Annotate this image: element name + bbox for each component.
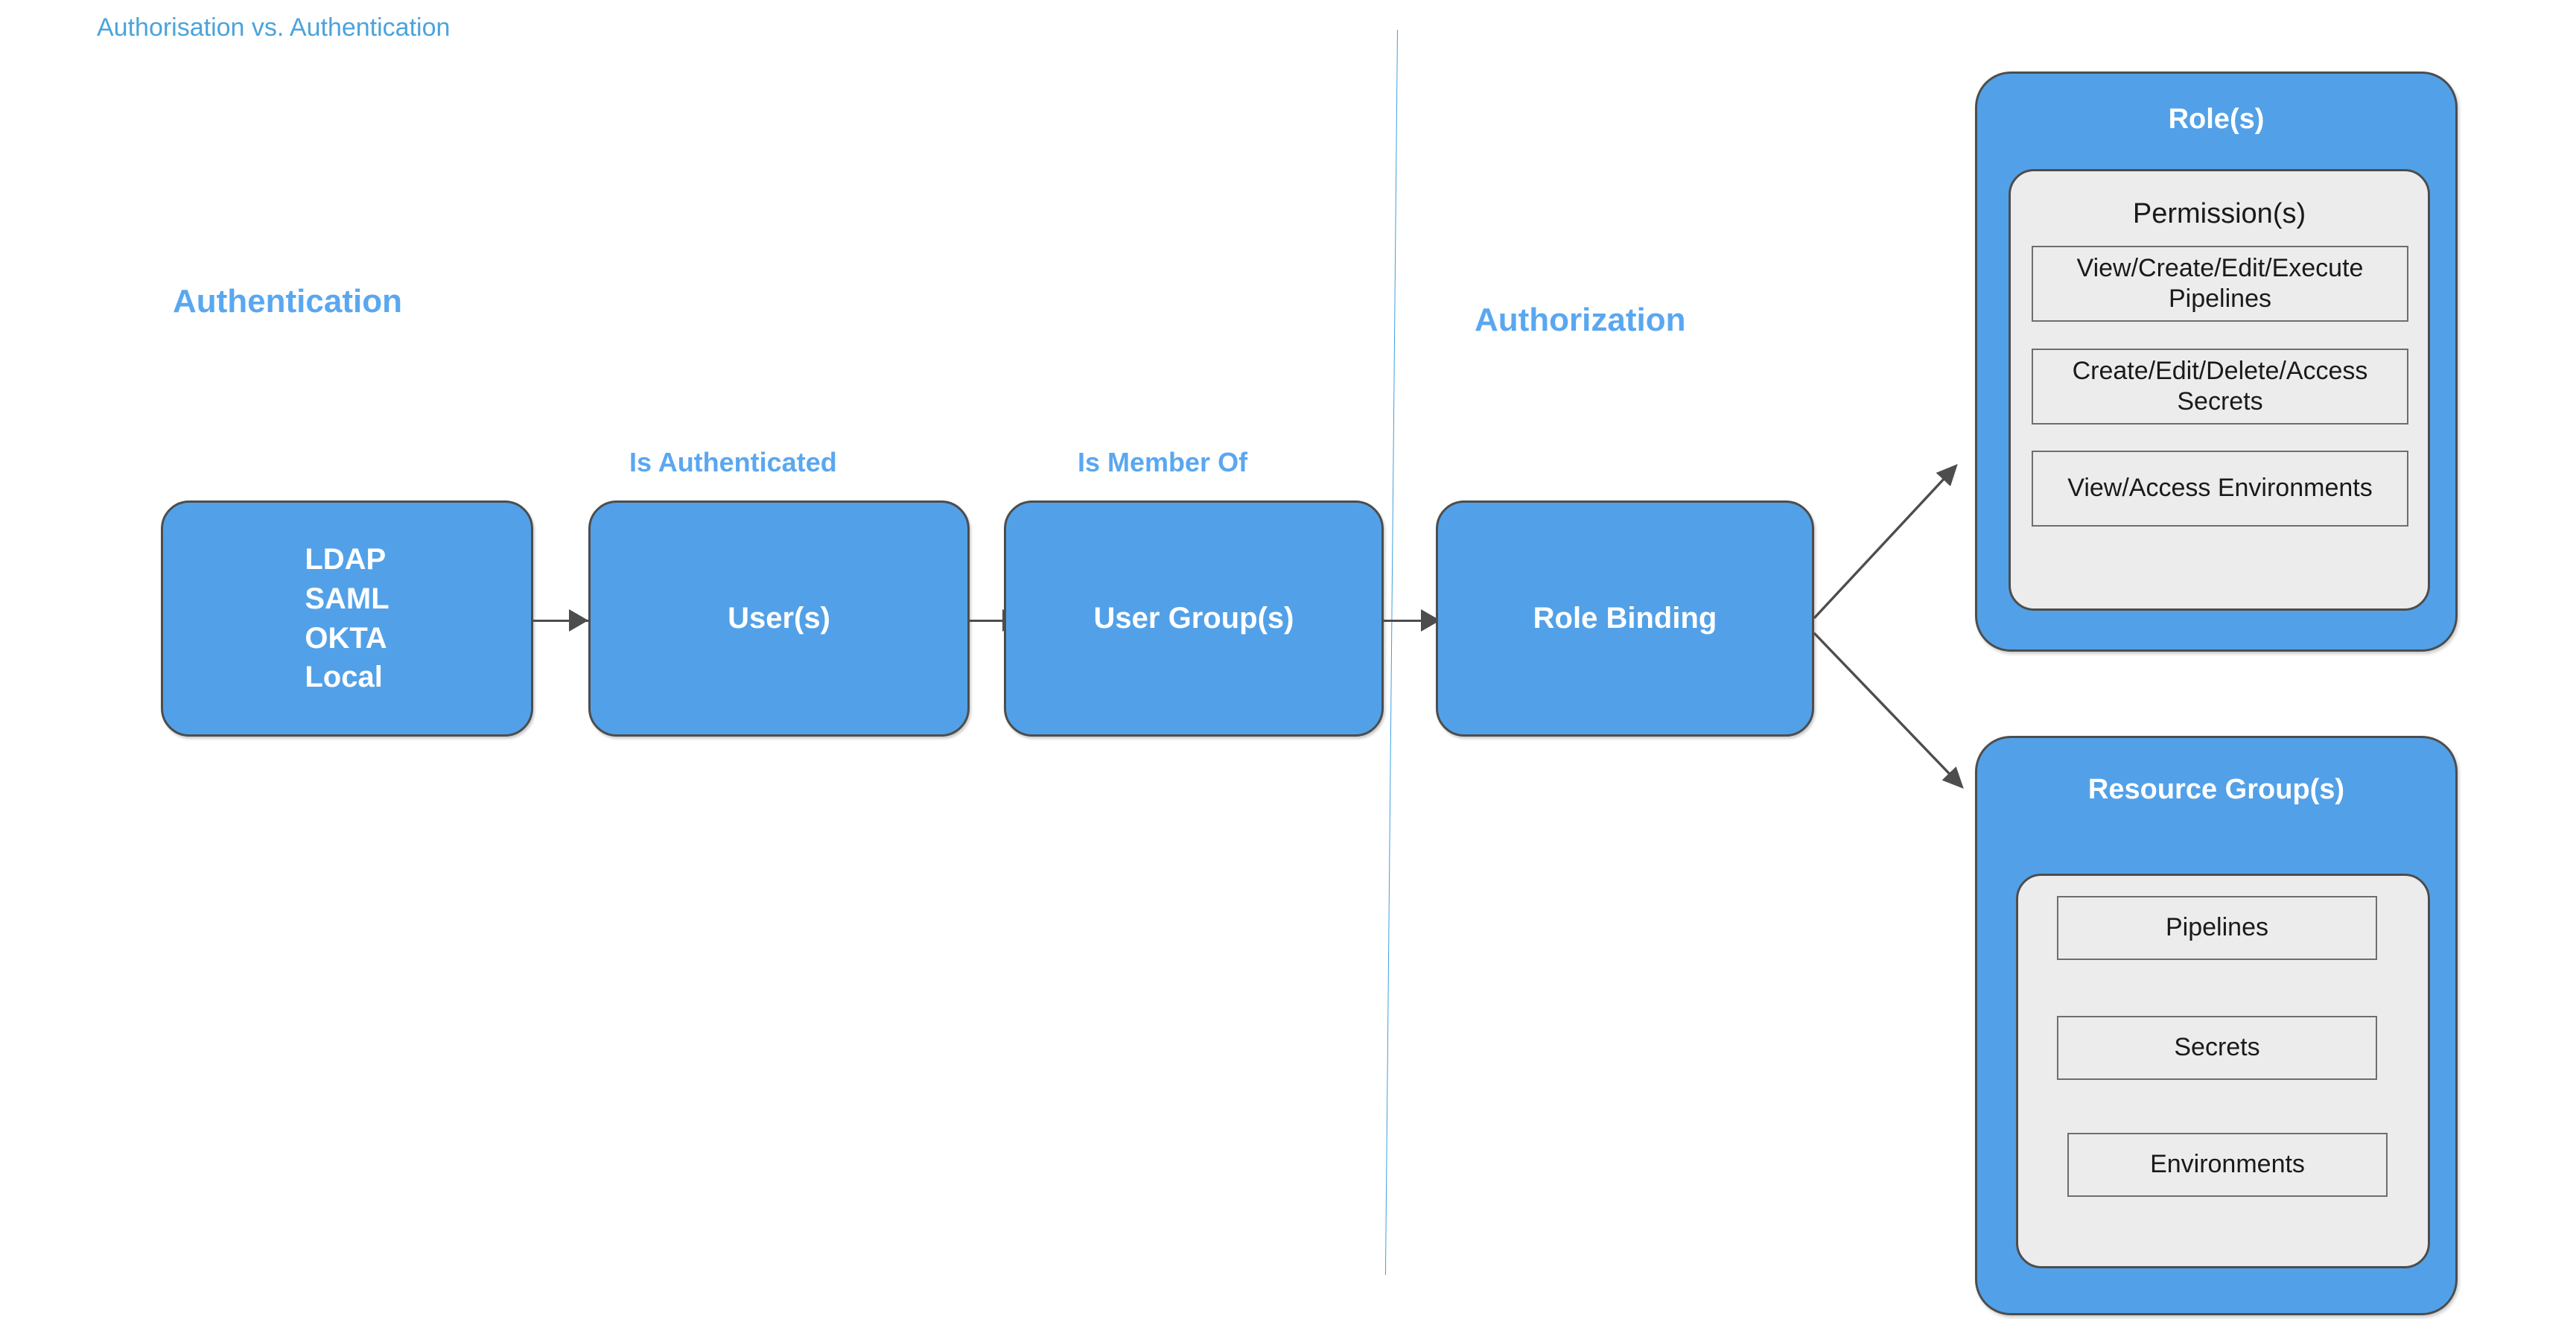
section-heading-authorization: Authorization <box>1475 302 1686 338</box>
panel-roles-title: Role(s) <box>2168 104 2265 135</box>
panel-resource-groups[interactable]: Resource Group(s) Pipelines Secrets Envi… <box>1975 736 2458 1315</box>
resource-groups-card: Pipelines Secrets Environments <box>2016 874 2430 1268</box>
connector-users-to-groups <box>970 620 1022 622</box>
branch-arrows <box>1813 464 1964 789</box>
connector-providers-to-users <box>533 620 588 622</box>
resource-item-pipelines[interactable]: Pipelines <box>2057 896 2377 960</box>
permissions-heading: Permission(s) <box>2132 198 2306 229</box>
identity-provider-ldap: LDAP <box>305 542 387 576</box>
resource-item-environments-label: Environments <box>2150 1150 2305 1179</box>
panel-roles[interactable]: Role(s) Permission(s) View/Create/Edit/E… <box>1975 71 2458 652</box>
resource-item-pipelines-label: Pipelines <box>2166 913 2268 942</box>
edge-label-is-authenticated: Is Authenticated <box>629 447 837 477</box>
resource-item-secrets[interactable]: Secrets <box>2057 1016 2377 1080</box>
section-divider-line <box>1384 30 1398 1275</box>
section-heading-authentication: Authentication <box>173 283 402 320</box>
edge-label-is-member-of: Is Member Of <box>1078 447 1248 477</box>
permission-item-pipelines[interactable]: View/Create/Edit/Execute Pipelines <box>2032 246 2408 322</box>
node-users[interactable]: User(s) <box>588 500 970 737</box>
identity-provider-local: Local <box>305 661 383 694</box>
permission-item-secrets[interactable]: Create/Edit/Delete/Access Secrets <box>2032 349 2408 425</box>
identity-provider-okta: OKTA <box>305 621 387 655</box>
connector-groups-to-role-binding <box>1384 620 1443 622</box>
arrow-role-binding-to-resource-groups <box>1813 632 1964 789</box>
arrow-role-binding-to-roles <box>1813 464 1958 620</box>
roles-permissions-card: Permission(s) View/Create/Edit/Execute P… <box>2009 169 2430 611</box>
node-users-label: User(s) <box>728 602 830 635</box>
permission-item-environments[interactable]: View/Access Environments <box>2032 451 2408 527</box>
panel-resource-groups-title: Resource Group(s) <box>2087 774 2345 805</box>
node-user-groups[interactable]: User Group(s) <box>1004 500 1384 737</box>
identity-provider-list: LDAP SAML OKTA Local <box>305 540 389 697</box>
page-title: Authorisation vs. Authentication <box>97 13 451 42</box>
resource-item-secrets-label: Secrets <box>2174 1033 2260 1062</box>
node-identity-providers[interactable]: LDAP SAML OKTA Local <box>161 500 533 737</box>
identity-provider-saml: SAML <box>305 582 389 615</box>
permission-item-environments-label: View/Access Environments <box>2067 474 2373 503</box>
node-role-binding-label: Role Binding <box>1533 602 1717 635</box>
permission-item-pipelines-label: View/Create/Edit/Execute Pipelines <box>2076 253 2364 313</box>
node-user-groups-label: User Group(s) <box>1093 602 1294 635</box>
resource-item-environments[interactable]: Environments <box>2067 1133 2388 1197</box>
permission-item-secrets-label: Create/Edit/Delete/Access Secrets <box>2072 356 2368 416</box>
arrowhead-providers-to-users <box>569 609 588 632</box>
node-role-binding[interactable]: Role Binding <box>1436 500 1814 737</box>
